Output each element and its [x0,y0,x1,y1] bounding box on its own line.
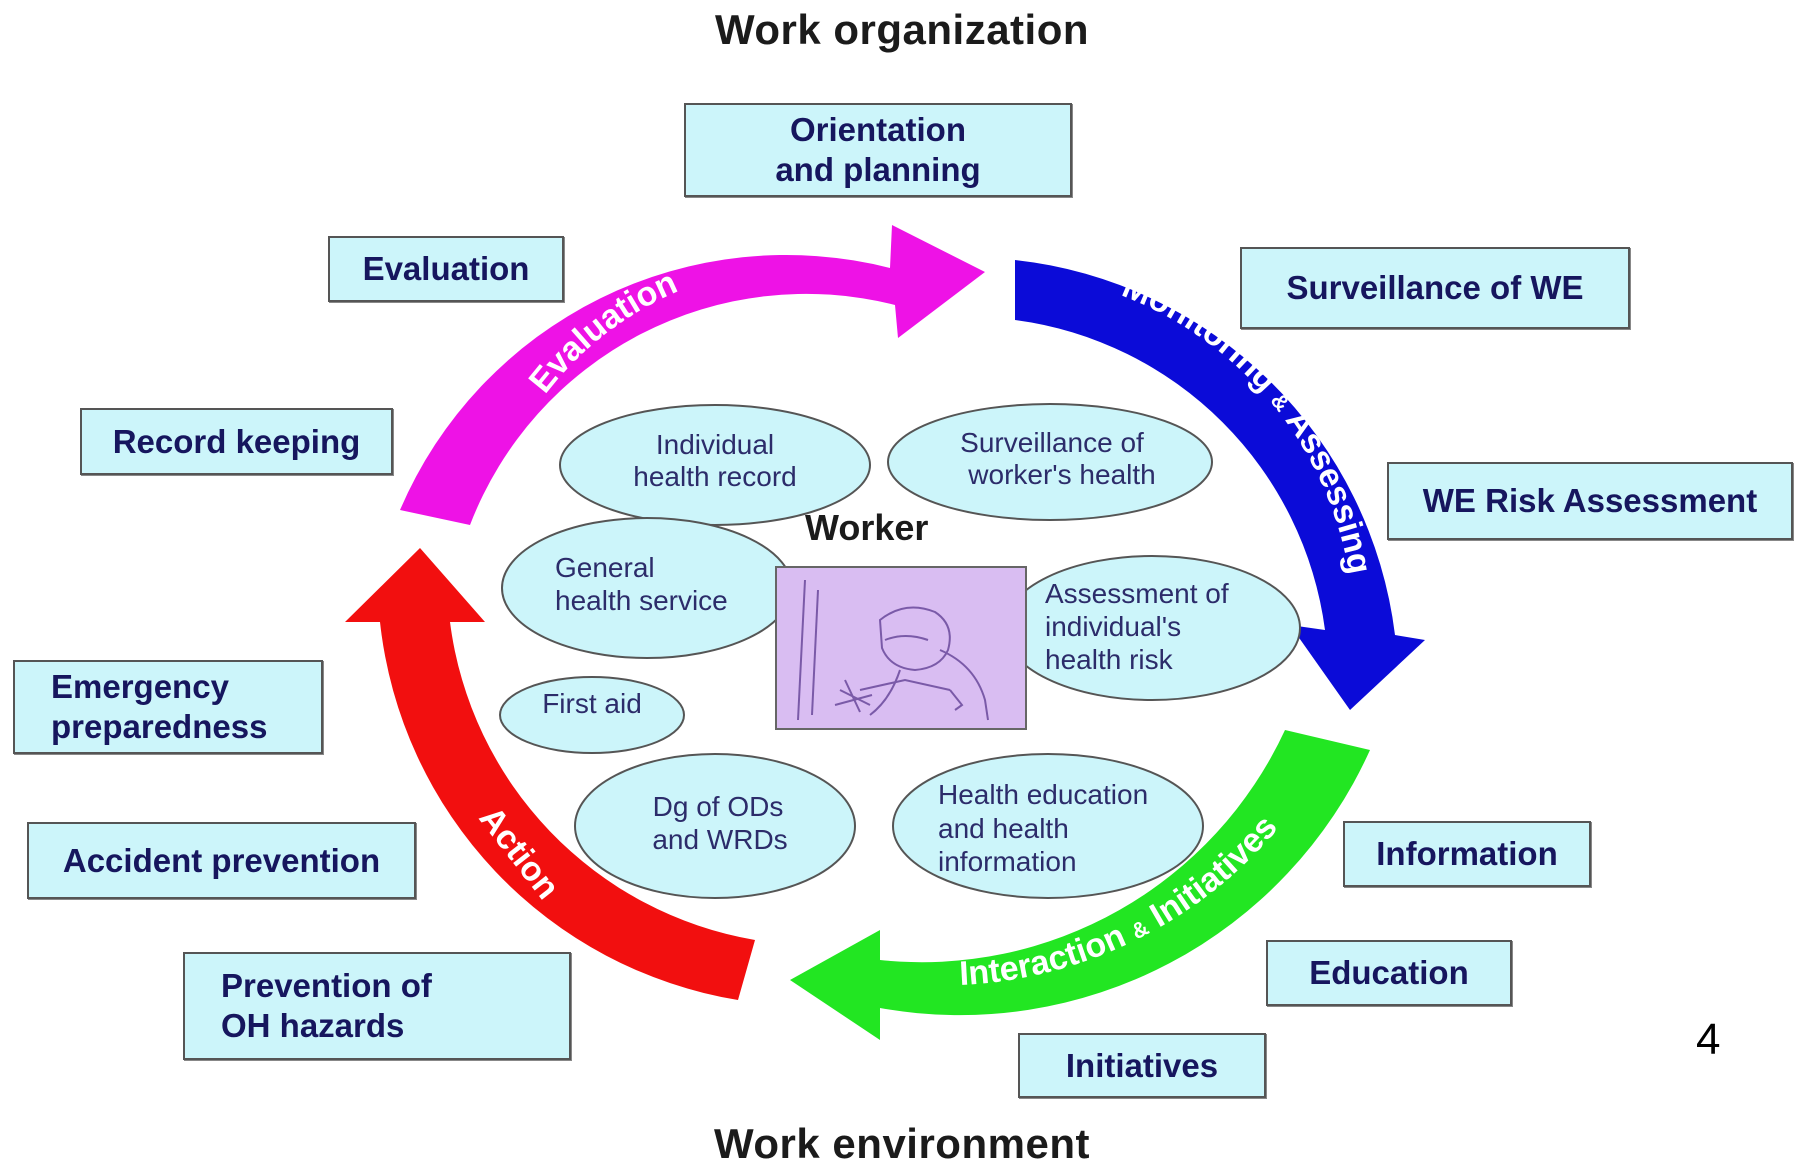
ellipse-line: Surveillance of [960,427,1144,458]
ellipse-line: Individual [656,429,774,460]
box-we-risk-assessment: WE Risk Assessment [1387,462,1793,540]
ellipse-line: health service [555,585,728,616]
box-accident-prevention: Accident prevention [27,822,416,899]
ellipse-surveillance-workers-health: Surveillance of worker's health [887,403,1213,521]
ellipse-line: worker's health [967,459,1155,490]
page-number: 4 [1696,1015,1721,1064]
ellipse-line: General [555,552,655,583]
box-education: Education [1266,940,1512,1006]
worker-label: Worker [805,507,928,548]
ellipse-line: and health [938,813,1069,844]
ellipse-dg-ods-wrds: Dg of ODs and WRDs [574,753,856,899]
action-arrow [345,548,755,1000]
ellipse-line: Assessment of [1045,578,1229,609]
diagram-title-top: Work organization [714,6,1090,53]
box-orientation-planning: Orientation and planning [684,103,1072,197]
welder-illustration-icon [775,566,1027,730]
ellipse-line: Health education [938,779,1148,810]
box-initiatives: Initiatives [1018,1033,1266,1098]
box-emergency-preparedness: Emergency preparedness [13,660,323,754]
ellipse-line: Dg of ODs [653,791,784,822]
ellipse-first-aid: First aid [499,676,685,754]
box-evaluation: Evaluation [328,236,564,302]
box-record-keeping: Record keeping [80,408,393,475]
ellipse-line: health risk [1045,644,1174,675]
box-information: Information [1343,821,1591,887]
ellipse-health-education: Health education and health information [892,753,1204,899]
box-prevention-oh-hazards: Prevention of OH hazards [183,952,571,1060]
ellipse-line: information [938,846,1077,877]
box-surveillance-we: Surveillance of WE [1240,247,1630,329]
ellipse-general-health-service: General health service [501,517,793,659]
monitoring-arrow [1015,260,1425,710]
ellipse-line: First aid [542,688,642,719]
ellipse-line: health record [633,461,796,492]
ellipse-line: and WRDs [652,824,787,855]
ellipse-assessment-individual-risk: Assessment of individual's health risk [1003,555,1301,701]
diagram-title-bottom: Work environment [714,1120,1090,1167]
evaluation-arrow [400,225,985,525]
interaction-arrow [790,730,1370,1040]
ellipse-line: individual's [1045,611,1181,642]
ellipse-individual-health-record: Individual health record [559,404,871,526]
